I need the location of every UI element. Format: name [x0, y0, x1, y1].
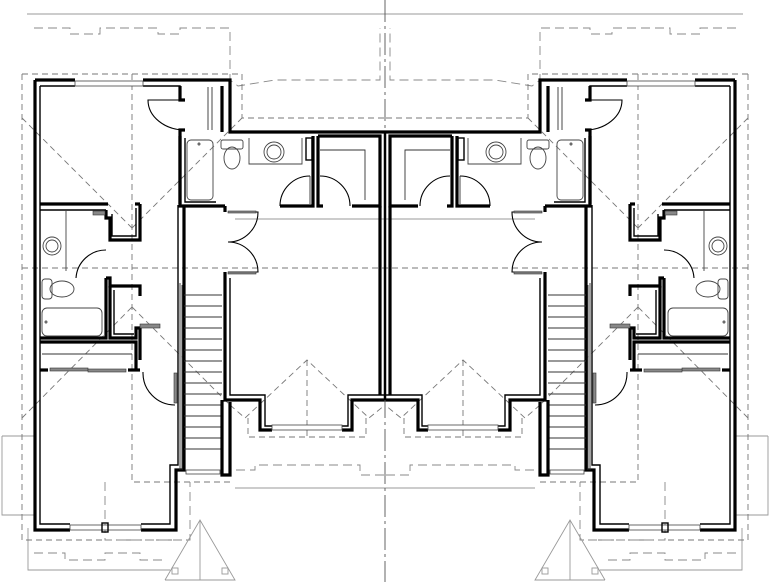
unit-right: [383, 12, 770, 582]
unit-left: [0, 12, 387, 582]
